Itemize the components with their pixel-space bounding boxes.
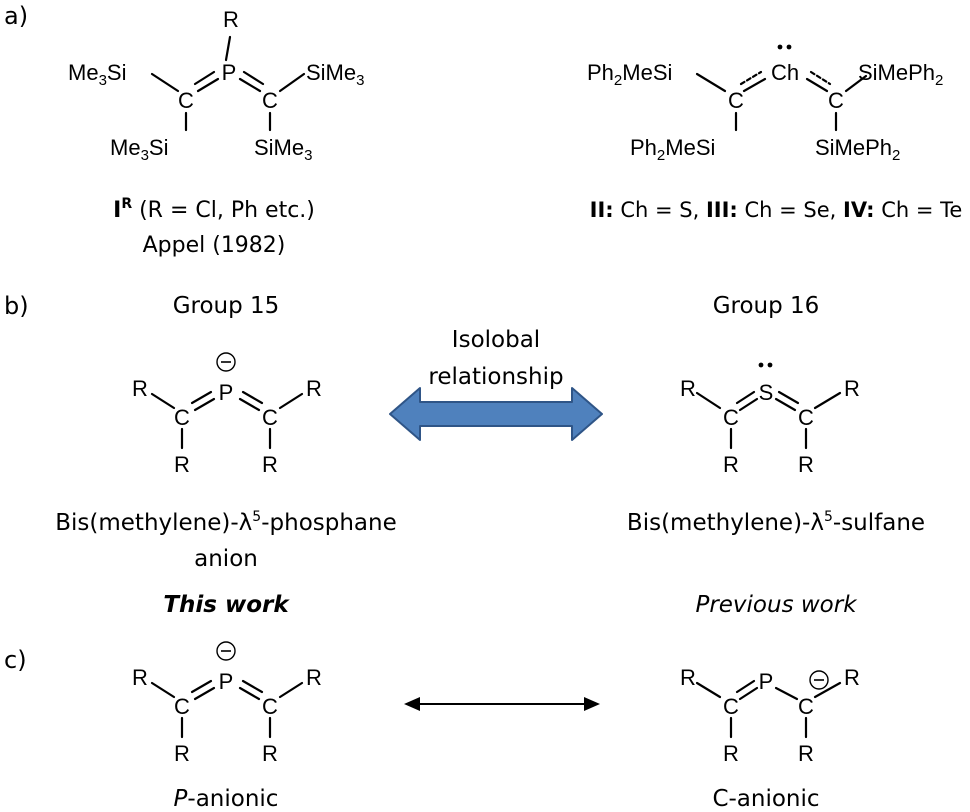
carbon-atom-left: C [174, 694, 190, 719]
phosphane-anion-name: Bis(methylene)-λ5-phosphane [55, 509, 397, 536]
phosphorus-atom: P [222, 60, 237, 85]
isolobal-label-line2: relationship [428, 364, 563, 390]
panel-a-label: a) [4, 2, 28, 30]
carbon-atom-left: C [178, 88, 194, 113]
c-anionic-structure: P C C R R R R [680, 665, 860, 766]
r-group-top-right: R [306, 665, 322, 690]
r-group-top-left: R [680, 376, 696, 401]
isolobal-label-line1: Isolobal [452, 327, 540, 353]
sulfane-name: Bis(methylene)-λ5-sulfane [627, 509, 925, 536]
silyl-bottom-right: SiMePh2 [815, 135, 900, 164]
phosphorus-atom: P [219, 669, 234, 694]
r-group-bottom-left: R [723, 741, 739, 766]
previous-work-label: Previous work [695, 592, 858, 618]
chalcogen-atom: Ch [771, 60, 799, 85]
r-group-bottom-right: R [798, 452, 814, 477]
double-headed-arrow-icon [389, 387, 603, 441]
phosphane-anion-name-line2: anion [194, 546, 258, 572]
r-group-top-right: R [844, 376, 860, 401]
negative-charge-icon [809, 670, 829, 690]
group-16-heading: Group 16 [713, 293, 820, 319]
this-work-label: This work [163, 592, 290, 618]
r-group-bottom-left: R [174, 741, 190, 766]
chalcogen-structure: Ch C C Ph2MeSi Ph2MeSi SiMePh2 SiMePh2 [587, 44, 943, 164]
r-group-bottom-right: R [262, 452, 278, 477]
tms-top-right: SiMe3 [306, 60, 364, 89]
carbon-atom-right: C [262, 88, 278, 113]
lone-pair-dot-2 [786, 44, 792, 50]
lone-pair-dot-2 [767, 362, 773, 368]
sulfur-atom: S [759, 380, 774, 405]
panel-c-label: c) [4, 646, 27, 674]
r-group-top-left: R [132, 376, 148, 401]
chalcogen-compound-caption: II: Ch = S, III: Ch = Se, IV: Ch = Te [590, 198, 963, 222]
carbon-atom-right: C [798, 694, 814, 719]
carbon-atom-left: C [174, 405, 190, 430]
carbon-atom-left: C [723, 405, 739, 430]
carbon-atom-left: C [728, 88, 744, 113]
silyl-bottom-left: Ph2MeSi [630, 135, 715, 164]
r-group-bottom-left: R [723, 452, 739, 477]
appel-phosphorus-structure: R P C C Me3Si Me3Si SiMe3 SiMe3 [68, 7, 364, 164]
appel-compound-caption: IR (R = Cl, Ph etc.) [113, 196, 315, 223]
sulfane-structure: S C C R R R R [680, 362, 860, 477]
group-15-heading: Group 15 [173, 293, 280, 319]
tms-bottom-left: Me3Si [110, 135, 168, 164]
silyl-top-right: SiMePh2 [858, 60, 943, 89]
carbon-atom-right: C [828, 88, 844, 113]
r-group-top-left: R [132, 665, 148, 690]
negative-charge-icon [216, 352, 236, 372]
carbon-atom-right: C [798, 405, 814, 430]
r-group-bottom-left: R [174, 452, 190, 477]
negative-charge-icon [216, 641, 236, 661]
r-substituent-label: R [223, 7, 239, 32]
phosphorus-atom: P [219, 380, 234, 405]
resonance-arrow-icon [404, 697, 600, 711]
r-group-bottom-right: R [798, 741, 814, 766]
lone-pair-dot-1 [758, 362, 764, 368]
tms-bottom-right: SiMe3 [254, 135, 312, 164]
r-group-top-right: R [844, 665, 860, 690]
r-group-top-right: R [306, 376, 322, 401]
p-anionic-caption: P-anionic [174, 786, 279, 812]
carbon-atom-right: C [262, 694, 278, 719]
phosphane-anion-structure: P C C R R R R [132, 352, 322, 477]
appel-reference: Appel (1982) [143, 233, 286, 258]
p-anionic-structure: P C C R R R R [132, 641, 322, 766]
carbon-atom-left: C [723, 694, 739, 719]
carbon-atom-right: C [262, 405, 278, 430]
silyl-top-left: Ph2MeSi [587, 60, 672, 89]
lone-pair-dot-1 [777, 44, 783, 50]
r-group-top-left: R [680, 665, 696, 690]
c-anionic-caption: C-anionic [712, 786, 819, 812]
panel-b-label: b) [4, 292, 29, 320]
phosphorus-atom: P [759, 669, 774, 694]
r-group-bottom-right: R [262, 741, 278, 766]
tms-top-left: Me3Si [68, 60, 126, 89]
